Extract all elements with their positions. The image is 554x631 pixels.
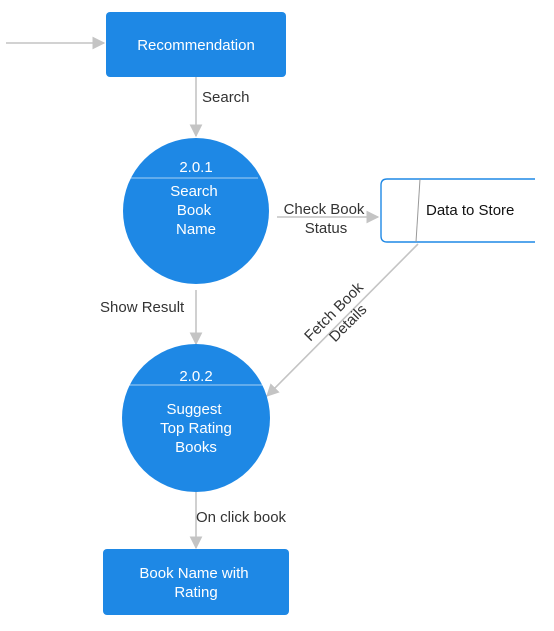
process-label-line: Book — [177, 202, 212, 219]
process-id: 2.0.1 — [179, 159, 212, 176]
process-search-book-name[interactable]: 2.0.1 Search Book Name — [123, 138, 269, 284]
check-status-label-line: Status — [305, 220, 348, 237]
process-label-line: Name — [176, 221, 216, 238]
process-label-line: Suggest — [166, 401, 222, 418]
result-label-line: Rating — [174, 584, 217, 601]
process-label-line: Top Rating — [160, 420, 232, 437]
recommendation-box — [106, 12, 286, 77]
search-flow-label: Search — [202, 89, 250, 106]
data-store[interactable]: Data to Store — [380, 178, 535, 243]
data-store-divider — [415, 178, 421, 243]
process-circle — [123, 138, 269, 284]
process-label-line: Books — [175, 439, 217, 456]
recommendation-label: Recommendation — [137, 37, 255, 54]
process-label-line: Search — [170, 183, 218, 200]
data-store-label: Data to Store — [426, 202, 514, 219]
fetch-details-label: Fetch Book Details — [301, 279, 370, 346]
on-click-label: On click book — [196, 509, 287, 526]
process-circle — [122, 344, 270, 492]
recommendation-node[interactable]: Recommendation — [106, 12, 286, 77]
process-id: 2.0.2 — [179, 368, 212, 385]
result-box — [103, 549, 289, 615]
check-status-label-line: Check Book — [284, 201, 365, 218]
fetch-details-flow-arrow — [266, 243, 419, 397]
show-result-label: Show Result — [100, 299, 185, 316]
process-suggest-top-rating-books[interactable]: 2.0.2 Suggest Top Rating Books — [122, 344, 270, 492]
result-label-line: Book Name with — [139, 565, 248, 582]
book-name-with-rating-node[interactable]: Book Name with Rating — [103, 549, 289, 615]
